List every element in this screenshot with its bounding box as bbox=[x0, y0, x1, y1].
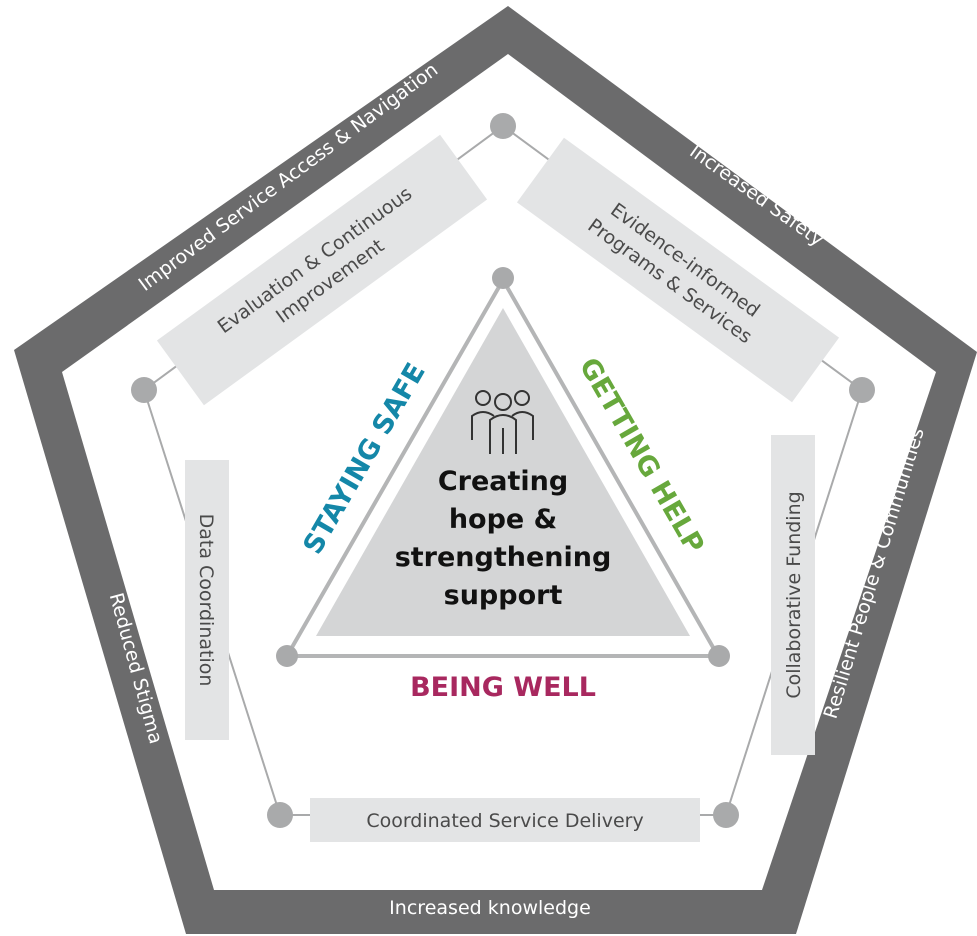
triangle-node-right bbox=[708, 645, 730, 667]
inner-triangle bbox=[316, 308, 690, 636]
box-data: Data Coordination bbox=[185, 460, 229, 740]
center-line-2: hope & bbox=[449, 504, 557, 535]
node-top bbox=[490, 113, 516, 139]
box-funding: Collaborative Funding bbox=[771, 435, 815, 755]
triangle-node-left bbox=[276, 645, 298, 667]
outcome-label-increased-knowledge: Increased knowledge bbox=[389, 897, 591, 919]
center-line-4: support bbox=[444, 580, 563, 611]
box-coordinated-label: Coordinated Service Delivery bbox=[366, 810, 643, 832]
node-right bbox=[849, 377, 875, 403]
node-left bbox=[131, 377, 157, 403]
node-bottom-right bbox=[713, 802, 739, 828]
people-group-icon bbox=[471, 390, 534, 454]
center-line-1: Creating bbox=[438, 466, 568, 497]
pillar-being-well: BEING WELL bbox=[410, 672, 596, 703]
box-coordinated: Coordinated Service Delivery bbox=[310, 798, 700, 842]
triangle-node-top bbox=[492, 267, 514, 289]
node-bottom-left bbox=[267, 802, 293, 828]
box-funding-label: Collaborative Funding bbox=[783, 491, 805, 698]
center-line-3: strengthening bbox=[395, 542, 612, 573]
box-data-label: Data Coordination bbox=[195, 514, 217, 687]
